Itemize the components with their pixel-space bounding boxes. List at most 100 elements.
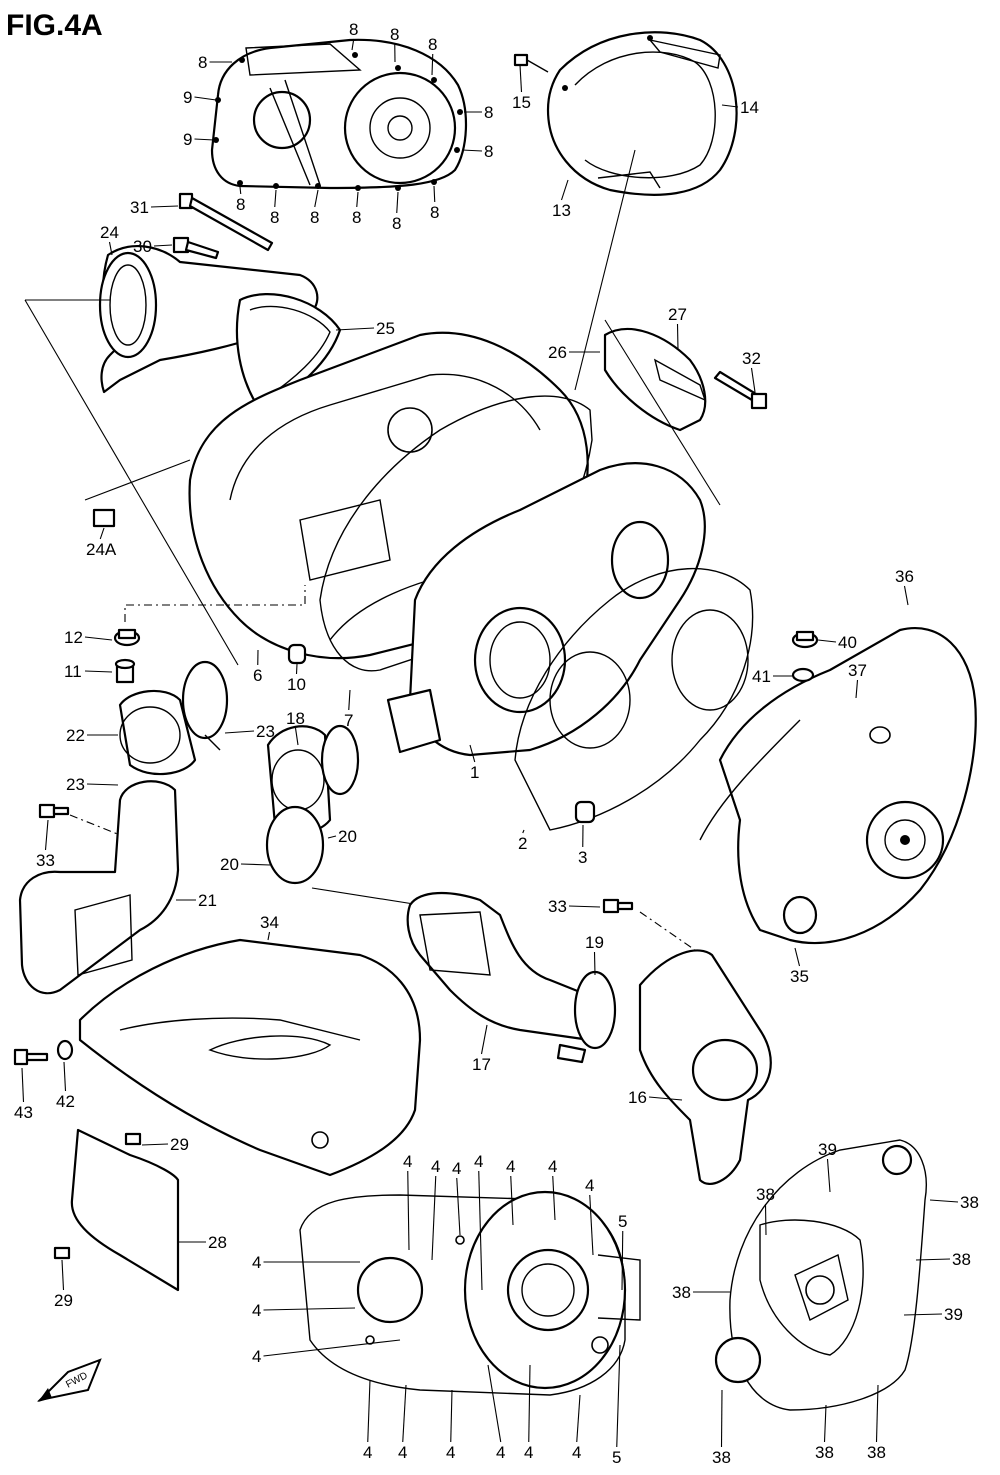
callout-c8h: 8: [270, 208, 279, 227]
callout-c6: 6: [253, 666, 262, 685]
callout-c1: 1: [470, 763, 479, 782]
callout-c4k: 4: [363, 1443, 372, 1462]
leader-c38f: [825, 1405, 827, 1442]
callout-c20a: 20: [338, 827, 357, 846]
callout-c11: 11: [64, 662, 82, 681]
leader-c8e: [462, 150, 482, 151]
callout-c32: 32: [742, 349, 761, 368]
leader-c8j: [357, 192, 358, 207]
leader-c24A: [100, 528, 104, 539]
callout-c13: 13: [552, 201, 571, 220]
leader-c29b: [62, 1260, 64, 1290]
leader-c7: [349, 690, 350, 710]
dowel-pin-10: [289, 645, 305, 663]
callout-c8c: 8: [428, 35, 437, 54]
callout-c5a: 5: [618, 1212, 627, 1231]
callout-c8j: 8: [352, 208, 361, 227]
outer-cover-dome: [548, 32, 737, 195]
bolt-33-right: [604, 900, 632, 912]
callout-c8b: 8: [390, 25, 399, 44]
leader-c17: [482, 1025, 488, 1054]
callout-c4m: 4: [446, 1443, 455, 1462]
leader-c35: [795, 948, 800, 966]
callout-c4l: 4: [398, 1443, 407, 1462]
callout-c39a: 39: [818, 1140, 837, 1159]
bolt-33-left: [40, 805, 68, 817]
callout-c38f: 38: [815, 1443, 834, 1462]
bolt-31: [180, 194, 272, 250]
callout-c8f: 8: [198, 53, 207, 72]
leader-c4j: [264, 1340, 401, 1356]
callout-c4g: 4: [585, 1176, 594, 1195]
callout-c38c: 38: [952, 1250, 971, 1269]
leader-c40: [818, 640, 836, 642]
leader-c4k: [368, 1380, 370, 1442]
callout-c43: 43: [14, 1103, 33, 1122]
callout-c8g: 8: [236, 195, 245, 214]
callout-c4e: 4: [506, 1157, 515, 1176]
leader-c19: [595, 952, 596, 975]
leader-c29a: [142, 1144, 168, 1145]
callout-c21: 21: [198, 891, 217, 910]
o-ring-41: [793, 669, 813, 681]
callout-c5b: 5: [612, 1448, 621, 1467]
callout-c4a: 4: [403, 1152, 412, 1171]
label-plate-24a: [94, 510, 114, 526]
callout-c9b: 9: [183, 130, 192, 149]
callout-c4b: 4: [431, 1157, 440, 1176]
bolt-43: [15, 1050, 47, 1064]
leader-c30: [154, 245, 172, 246]
callout-c7: 7: [344, 711, 353, 730]
leader-c15: [520, 65, 522, 92]
plug-11: [116, 660, 134, 682]
leader-c8h: [275, 190, 276, 207]
washer-42: [58, 1041, 72, 1059]
leader-c8c: [432, 54, 433, 75]
leader-c20b: [241, 864, 270, 865]
bolt-29-upper: [126, 1134, 140, 1144]
callout-c19: 19: [585, 933, 604, 952]
callout-c35: 35: [790, 967, 809, 986]
leader-c33a: [46, 820, 49, 850]
leader-c4m: [451, 1390, 452, 1442]
callout-c8k: 8: [392, 214, 401, 233]
leader-c11: [85, 671, 112, 672]
callout-c33b: 33: [548, 897, 567, 916]
leader-c27: [678, 324, 679, 350]
leader-c4a: [408, 1171, 409, 1250]
callout-c33a: 33: [36, 851, 55, 870]
leader-c36: [905, 586, 909, 605]
callout-c38d: 38: [672, 1283, 691, 1302]
leader-c38a: [766, 1204, 767, 1235]
callout-c24A: 24A: [86, 540, 117, 559]
callout-c23b: 23: [66, 775, 85, 794]
leader-c4c: [457, 1178, 460, 1235]
clutch-outer-cover: [212, 40, 466, 191]
callout-c36: 36: [895, 567, 914, 586]
callout-c39b: 39: [944, 1305, 963, 1324]
leader-c31: [151, 206, 178, 207]
callout-c28: 28: [208, 1233, 227, 1252]
callout-c4h: 4: [252, 1253, 261, 1272]
heat-shield-28: [72, 1130, 178, 1290]
crankcase-gasket-lower: [300, 1192, 640, 1395]
leader-c4p: [577, 1395, 580, 1442]
callout-c18: 18: [286, 709, 305, 728]
callout-c20b: 20: [220, 855, 239, 874]
callout-c8a: 8: [349, 20, 358, 39]
leader-c39b: [904, 1314, 942, 1315]
callout-c25: 25: [376, 319, 395, 338]
callout-c41: 41: [752, 667, 771, 686]
callout-c17: 17: [472, 1055, 491, 1074]
leader-c23b: [87, 784, 118, 785]
bolt-29-lower: [55, 1248, 69, 1258]
callout-c4p: 4: [572, 1443, 581, 1462]
duct-16: [640, 950, 771, 1183]
callout-c37: 37: [848, 661, 867, 680]
leader-c9a: [195, 97, 217, 100]
leader-c20a: [328, 836, 336, 838]
leader-c34: [268, 932, 270, 940]
leader-c8g: [240, 187, 241, 194]
